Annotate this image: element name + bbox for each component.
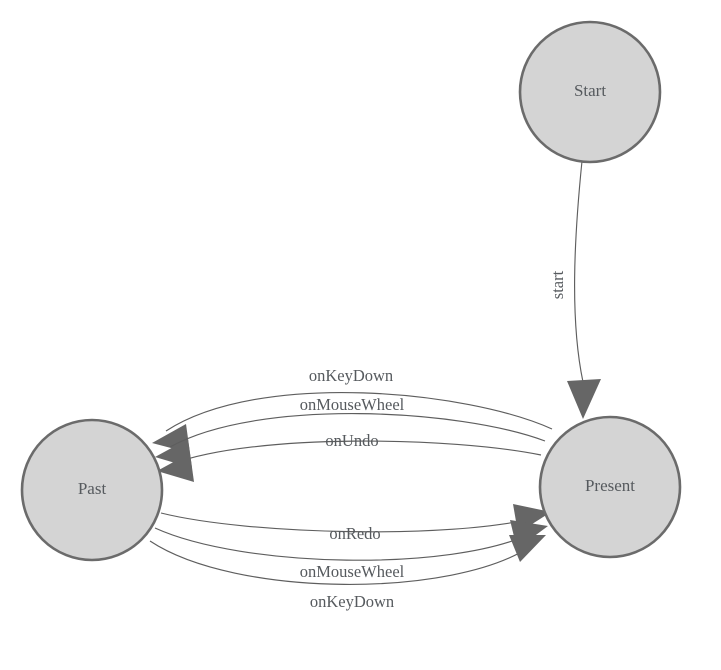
edge-present-to-past-onundo[interactable] (157, 440, 542, 482)
edge-start-to-present-path (574, 160, 584, 383)
edge-present-to-past-onmousewheel-path (169, 413, 546, 448)
node-present[interactable]: Present (538, 415, 682, 559)
edge-label-past-to-present-onkeydown: onKeyDown (310, 592, 394, 611)
edge-past-to-present-onredo-hit[interactable] (161, 513, 535, 532)
edge-layer (149, 160, 601, 585)
arrowhead-past-to-present-onkeydown (509, 535, 546, 562)
edge-past-to-present-onredo[interactable] (160, 504, 551, 533)
edge-past-to-present-onredo-path (160, 512, 536, 533)
node-past-circle[interactable] (20, 418, 164, 562)
edge-label-start: start (548, 270, 567, 299)
edge-present-to-past-onundo-hit[interactable] (172, 441, 541, 464)
node-present-circle[interactable] (538, 415, 682, 559)
edge-start-to-present-hit[interactable] (575, 161, 583, 382)
edge-past-to-present-onkeydown-path (149, 540, 532, 585)
edge-past-to-present-onkeydown[interactable] (149, 535, 546, 585)
edge-label-present-to-past-onkeydown: onKeyDown (309, 366, 393, 385)
node-start-circle[interactable] (518, 20, 662, 164)
arrowhead-present-to-past-onundo (157, 453, 194, 482)
edge-present-to-past-onkeydown-path (165, 392, 553, 432)
node-past[interactable]: Past (20, 418, 164, 562)
node-layer: Start Past Present (20, 20, 682, 562)
edge-start-to-present[interactable] (567, 160, 601, 419)
arrowhead-start-to-present (567, 379, 601, 419)
edge-past-to-present-onmousewheel-path (154, 527, 533, 561)
node-start[interactable]: Start (518, 20, 662, 164)
edge-present-to-past-onundo-path (171, 440, 542, 465)
